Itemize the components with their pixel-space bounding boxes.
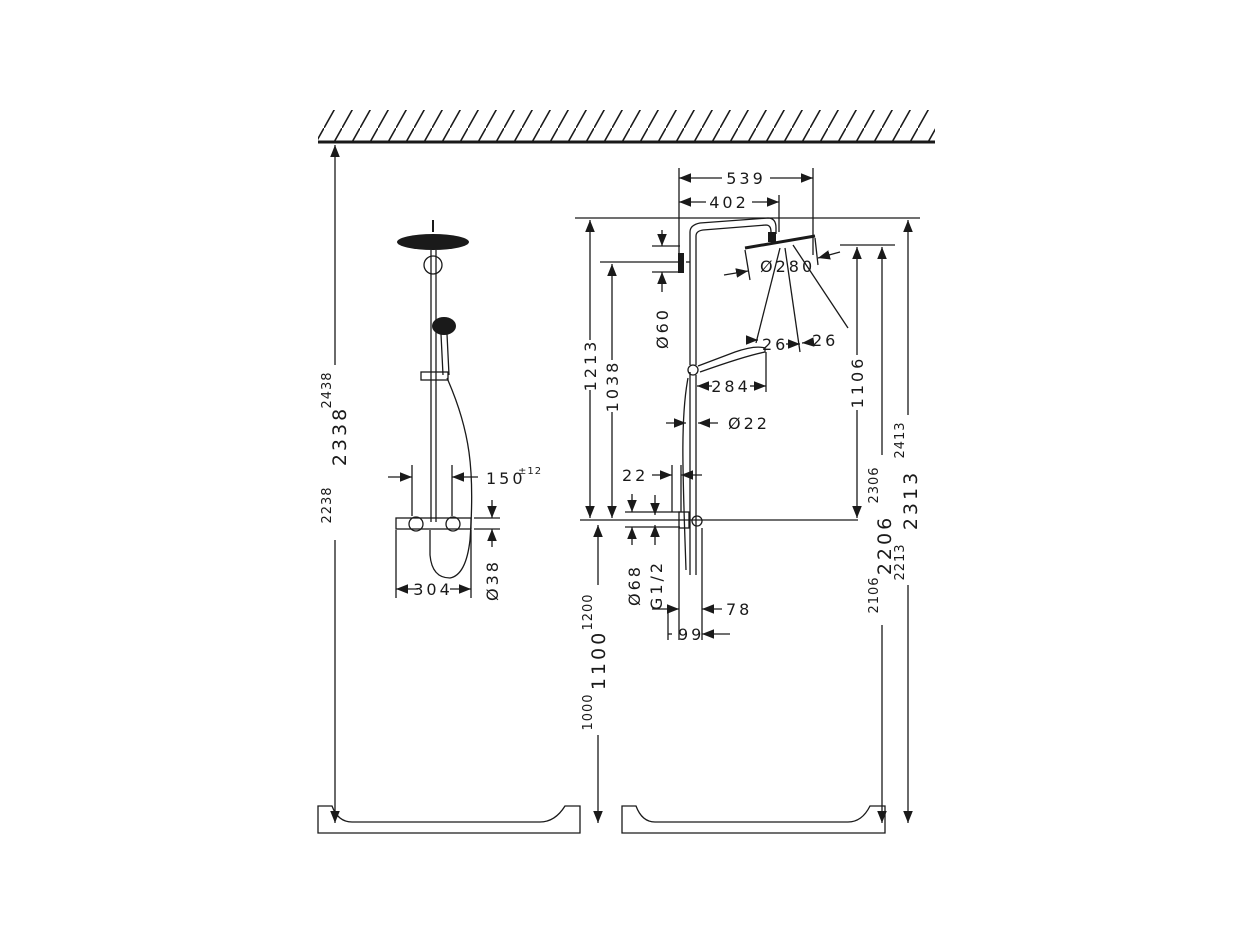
dim-2213: 2213	[893, 543, 908, 580]
dim-d38: Ø38	[483, 559, 502, 601]
dim-2238: 2238	[320, 486, 335, 523]
dim-150: 150	[486, 469, 526, 488]
dim-d68: Ø68	[625, 564, 644, 606]
dim-539: 539	[726, 169, 766, 188]
left-shower-system	[395, 220, 473, 579]
dim-d280: Ø280	[760, 257, 815, 276]
dim-284: 284	[711, 377, 751, 396]
floor-tray-right	[621, 805, 886, 834]
dim-1213: 1213	[581, 339, 600, 392]
dim-2206: 2206	[874, 515, 896, 575]
dim-2338: 2338	[329, 406, 351, 466]
dim-angle-26-b: 26	[812, 331, 838, 350]
dim-2313: 2313	[900, 470, 922, 530]
dim-2306: 2306	[867, 466, 882, 503]
dim-g12: G1/2	[647, 560, 666, 610]
floor-tray-left	[317, 805, 581, 834]
dim-1038: 1038	[603, 360, 622, 413]
dim-d22: Ø22	[728, 414, 770, 433]
dim-2413: 2413	[893, 421, 908, 458]
dim-1200: 1200	[581, 593, 596, 630]
left-overall-height-dim: 2438 2338 2238	[320, 145, 351, 823]
dim-2106: 2106	[867, 576, 882, 613]
dim-402: 402	[709, 193, 749, 212]
dim-1100: 1100	[588, 630, 610, 690]
left-dims: 150 ±12 304 Ø38	[388, 465, 542, 601]
dim-2438: 2438	[320, 371, 335, 408]
dim-150-tolerance: ±12	[518, 466, 542, 477]
ceiling	[318, 110, 935, 144]
dim-d60: Ø60	[653, 307, 672, 349]
dim-99: 99	[678, 625, 704, 644]
dim-22: 22	[622, 466, 648, 485]
right-shower-system	[678, 217, 816, 575]
dim-1000: 1000	[581, 693, 596, 730]
dim-304: 304	[413, 580, 453, 599]
right-bottom-dims: Ø68 G1/2 78 99	[580, 494, 858, 644]
dim-angle-26-a: 26	[762, 335, 788, 354]
dim-1106: 1106	[848, 356, 867, 409]
right-top-dims: 539 402 Ø280 26 26 Ø60 284 Ø22 22	[622, 168, 849, 512]
right-vertical-dims: 1213 1038 1200 1100 1000 1106 2306 2206 …	[575, 217, 922, 823]
dim-78: 78	[726, 600, 752, 619]
